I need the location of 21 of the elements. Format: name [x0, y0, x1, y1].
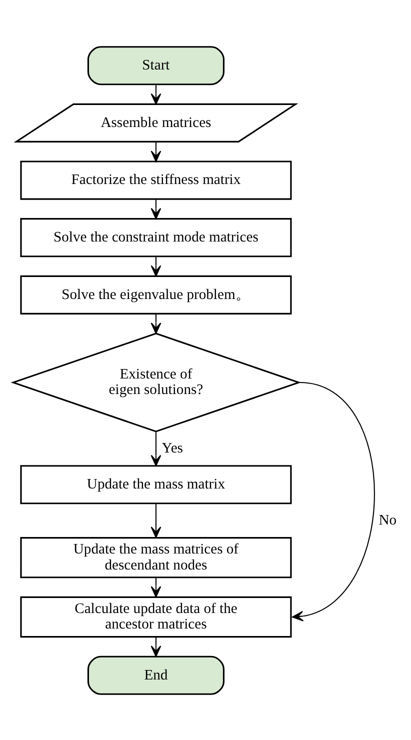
- edge-label: No: [378, 512, 396, 528]
- arrow: [150, 141, 161, 162]
- node-box: Solve the constraint mode matrices: [20, 218, 292, 257]
- arrow: [150, 84, 161, 104]
- node-box: Start: [86, 46, 224, 85]
- node-box: Factorize the stiffness matrix: [20, 160, 292, 200]
- node-box: End: [86, 655, 224, 694]
- edge-label: Yes: [161, 440, 182, 456]
- arrow: [150, 431, 161, 466]
- arrow: [150, 503, 161, 538]
- arrow: [150, 314, 161, 334]
- arrow: [150, 256, 161, 276]
- arrow: [150, 198, 161, 219]
- node-box: Calculate update data of the ancestor matrices: [20, 596, 292, 638]
- arrow: [150, 636, 161, 656]
- arrow: [292, 381, 374, 621]
- node-diamond: Existence of eigen solutions?: [10, 332, 301, 432]
- node-box: Update the mass matrices of descendant nodes: [20, 536, 292, 578]
- node-box: Solve the eigenvalue problem。: [20, 274, 292, 314]
- node-box: Update the mass matrix: [20, 464, 292, 504]
- arrow: [150, 576, 161, 597]
